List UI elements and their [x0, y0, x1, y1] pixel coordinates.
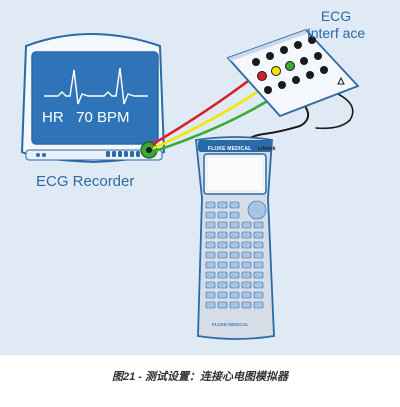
diagram-svg	[20, 28, 360, 340]
ecg-interface-label: ECG Interf ace	[296, 8, 376, 42]
ecg-interface-label-line2: Interf ace	[306, 25, 366, 41]
monitor-buttons	[106, 151, 140, 157]
monitor-screen	[31, 51, 159, 145]
tester-keypad	[205, 200, 267, 309]
ecg-waveform	[44, 67, 148, 105]
interface-jacks	[252, 36, 328, 94]
ecg-interface-box	[226, 28, 360, 118]
tester-model-label: Lifelink	[258, 146, 276, 152]
hr-readout: HR 70 BPM	[42, 109, 130, 126]
ecg-recorder-label: ECG Recorder	[36, 173, 135, 190]
keypad-brand-label: FLUKE MEDICAL	[212, 322, 249, 327]
ecg-interface-label-line1: ECG	[320, 8, 352, 24]
ecg-recorder-monitor	[20, 33, 166, 164]
ecg-test-setup-diagram: ECG Interf ace HR 70 BPM ECG Recorder FL…	[0, 0, 400, 355]
handheld-tester	[195, 136, 275, 340]
tester-brand-label: FLUKE MEDICAL	[208, 146, 252, 152]
figure-caption: 图21 - 测试设置：连接心电图模拟器	[111, 371, 288, 383]
